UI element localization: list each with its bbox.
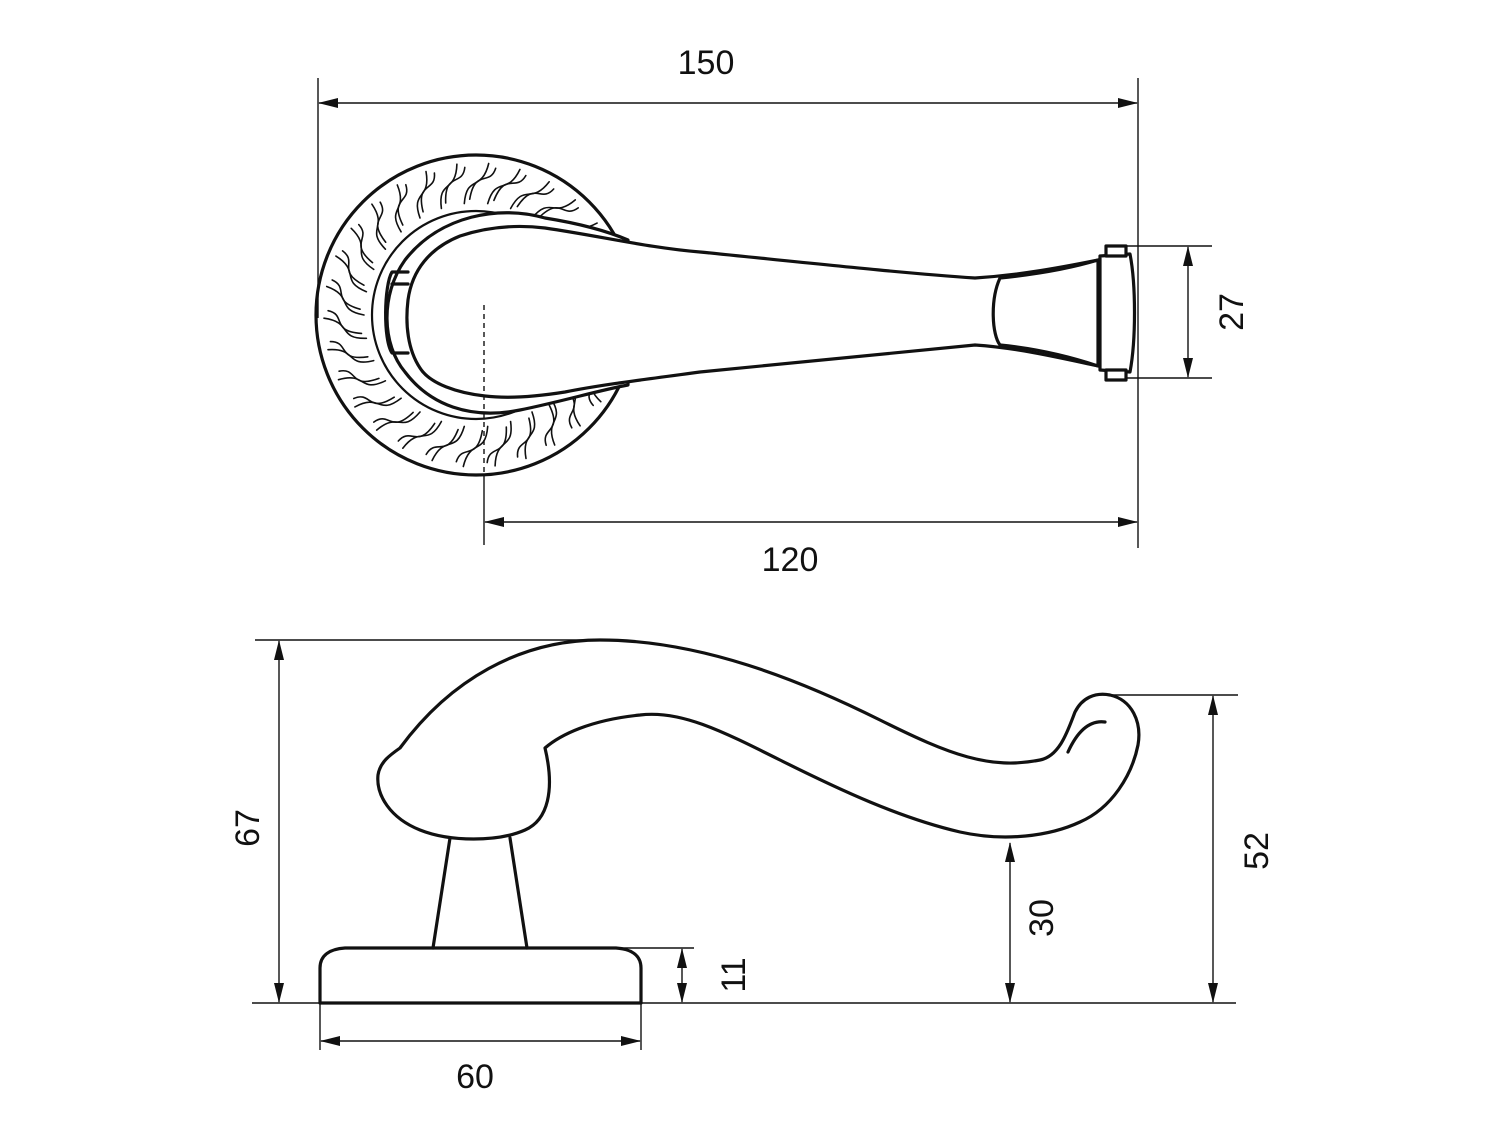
label-rose-diameter: 60: [456, 1058, 494, 1096]
rope-twist: [486, 426, 508, 464]
lever-body-top: [405, 224, 1110, 399]
rope-twist: [353, 396, 395, 405]
dim-scroll-height: 52: [1110, 694, 1276, 1003]
label-total-height: 67: [229, 809, 267, 847]
rope-twist: [516, 417, 532, 458]
lever-end-cap: [1098, 252, 1137, 374]
dim-total-height: 67: [229, 639, 600, 1003]
rope-twist: [455, 430, 484, 463]
rope-twist: [509, 181, 550, 210]
lever-scroll-detail: [1066, 720, 1107, 754]
side-view: 67 11 60 30 52: [229, 638, 1276, 1096]
top-view: 150 120 27: [314, 44, 1251, 579]
dim-lever-clearance: 30: [1005, 842, 1061, 1003]
label-rose-thickness: 11: [715, 957, 753, 992]
rope-twist: [358, 223, 374, 264]
rope-twist: [402, 420, 443, 449]
rope-twist: [329, 340, 369, 359]
rose-base-side: [318, 946, 643, 1005]
rope-twist: [444, 166, 466, 204]
rope-twist: [325, 285, 365, 316]
rope-twist: [516, 188, 555, 208]
label-overall-length: 150: [678, 44, 735, 82]
rope-twist: [335, 255, 368, 293]
rope-twist: [341, 250, 365, 286]
label-spindle-to-end: 120: [762, 541, 819, 579]
rope-twist: [371, 203, 387, 250]
rope-twist: [538, 207, 579, 219]
rope-twist: [425, 428, 459, 456]
rope-twist: [354, 397, 402, 408]
rope-twist: [397, 422, 436, 442]
label-end-width: 27: [1213, 293, 1251, 331]
dim-end-width: 27: [1126, 245, 1251, 379]
rope-twist: [493, 174, 527, 202]
lever-end-taper: [991, 258, 1100, 368]
lever-neck-side: [431, 836, 529, 950]
dim-spindle-to-end: 120: [483, 478, 1138, 579]
rope-twist: [468, 167, 497, 200]
dim-rose-thickness: 11: [616, 947, 753, 1003]
rope-twist: [323, 317, 368, 340]
rope-twist: [544, 404, 555, 447]
label-lever-clearance: 30: [1023, 899, 1061, 937]
rope-twist: [420, 172, 436, 213]
rope-twist: [375, 411, 421, 431]
label-scroll-height: 52: [1238, 832, 1276, 870]
rope-twist: [338, 369, 380, 383]
rope-twist: [327, 309, 363, 335]
rope-twist: [463, 162, 490, 205]
dim-rose-diameter: 60: [319, 1003, 642, 1096]
rope-twist: [331, 279, 361, 310]
rope-twist: [397, 183, 408, 226]
dim-overall-length: 150: [317, 44, 1139, 548]
rope-twist: [373, 411, 414, 423]
lever-neck-top: [384, 270, 410, 355]
lever-body-side: [376, 638, 1141, 841]
rope-twist: [376, 201, 387, 243]
